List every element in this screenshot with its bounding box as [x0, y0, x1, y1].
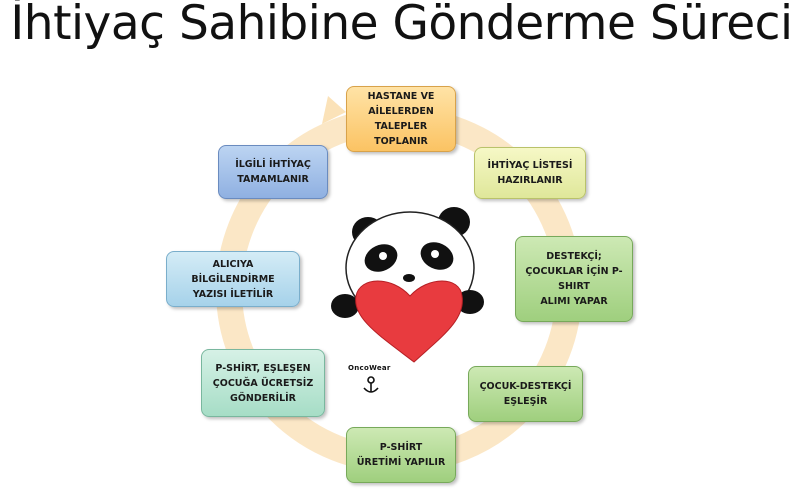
anchor-icon	[363, 376, 379, 393]
brand-logo-text: OncoWear	[348, 364, 391, 372]
step-1-requests-collected: HASTANE VE AİLELERDEN TALEPLER TOPLANIR	[346, 86, 456, 152]
diagram-title: İhtiyaç Sahibine Gönderme Süreci	[10, 0, 793, 51]
step-2-needs-list: İHTİYAÇ LİSTESİ HAZIRLANIR	[474, 147, 586, 199]
step-5-production: P-SHİRT ÜRETİMİ YAPILIR	[346, 427, 456, 483]
panda-paw-left	[331, 294, 359, 318]
cycle-arrow-head	[322, 96, 346, 124]
step-3-supporter-purchase: DESTEKÇİ; ÇOCUKLAR İÇİN P- SHIRT ALIMI Y…	[515, 236, 633, 322]
step-4-child-supporter-match: ÇOCUK-DESTEKÇİ EŞLEŞİR	[468, 366, 583, 422]
step-6-shipped-free: P-SHİRT, EŞLEŞEN ÇOCUĞA ÜCRETSİZ GÖNDERİ…	[201, 349, 325, 417]
heart-icon	[355, 280, 463, 363]
step-8-need-completed: İLGİLİ İHTİYAÇ TAMAMLANIR	[218, 145, 328, 199]
panda-paw-right	[456, 290, 484, 314]
panda-nose	[403, 274, 415, 282]
step-7-recipient-notified: ALICIYA BİLGİLENDİRME YAZISI İLETİLİR	[166, 251, 300, 307]
